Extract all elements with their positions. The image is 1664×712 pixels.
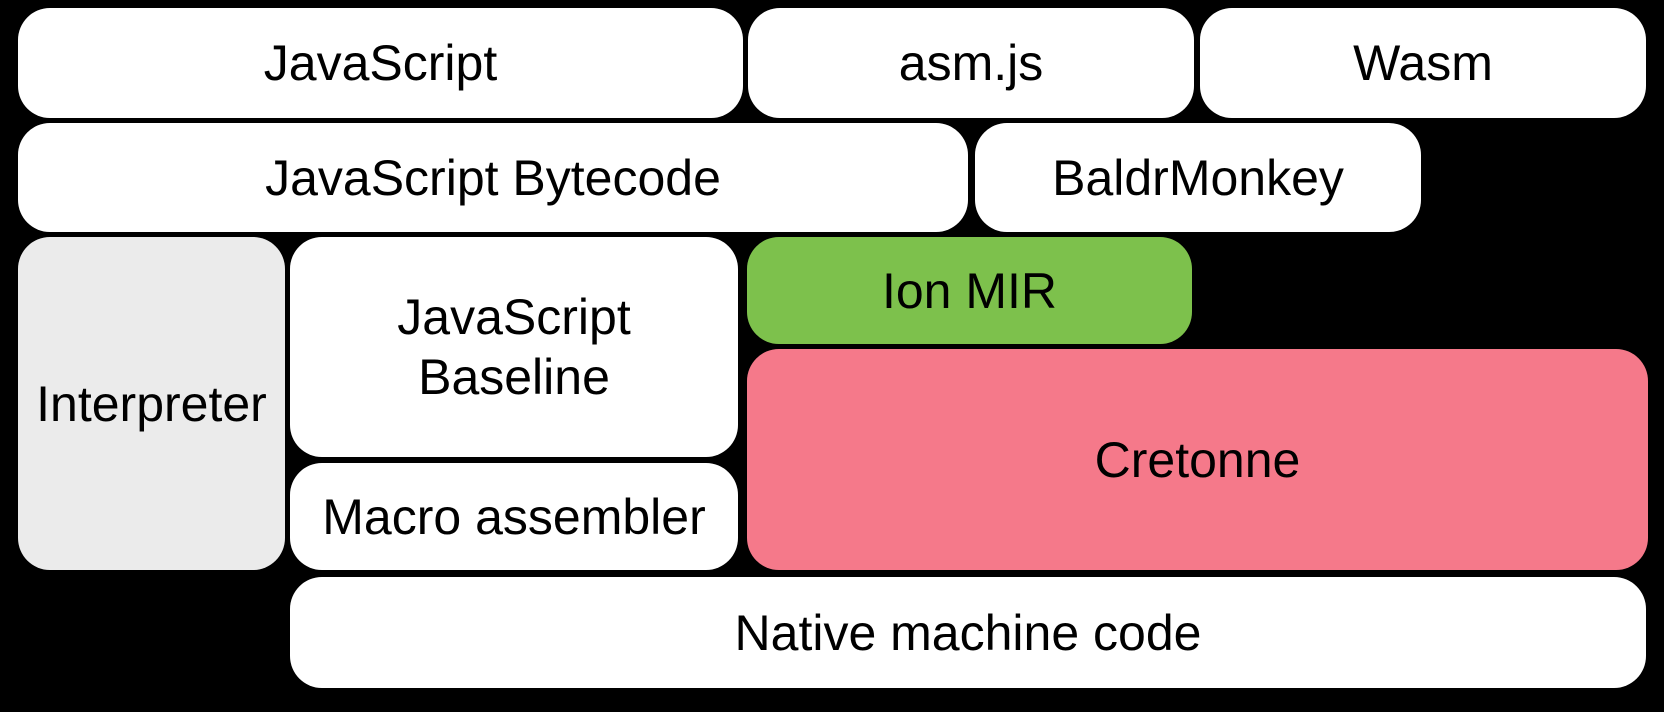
diagram-box-cretonne: Cretonne	[747, 349, 1648, 570]
diagram-box-macro-assembler: Macro assembler	[290, 463, 738, 570]
diagram-box-ion-mir: Ion MIR	[747, 237, 1192, 344]
diagram-box-javascript-bytecode-label: JavaScript Bytecode	[265, 149, 721, 206]
diagram-box-interpreter-label: Interpreter	[36, 375, 267, 432]
diagram-box-wasm: Wasm	[1200, 8, 1646, 118]
diagram-box-macro-assembler-label: Macro assembler	[322, 488, 706, 545]
diagram-box-interpreter: Interpreter	[18, 237, 285, 570]
diagram-box-javascript-baseline: JavaScript Baseline	[290, 237, 738, 457]
diagram-box-javascript-label: JavaScript	[263, 35, 498, 91]
diagram-box-baldrmonkey: BaldrMonkey	[975, 123, 1421, 232]
diagram-box-baldrmonkey-label: BaldrMonkey	[1052, 149, 1344, 206]
diagram-box-ion-mir-label: Ion MIR	[881, 262, 1058, 319]
diagram-box-wasm-label: Wasm	[1353, 35, 1493, 91]
diagram-box-native-machine-code: Native machine code	[290, 577, 1646, 688]
diagram-box-native-machine-code-label: Native machine code	[734, 604, 1202, 661]
diagram-box-cretonne-label: Cretonne	[1094, 431, 1301, 488]
diagram-box-asmjs: asm.js	[748, 8, 1194, 118]
diagram-box-javascript: JavaScript	[18, 8, 743, 118]
diagram-box-javascript-baseline-label: JavaScript Baseline	[397, 289, 631, 405]
diagram-box-asmjs-label: asm.js	[898, 35, 1044, 91]
diagram-box-javascript-bytecode: JavaScript Bytecode	[18, 123, 968, 232]
